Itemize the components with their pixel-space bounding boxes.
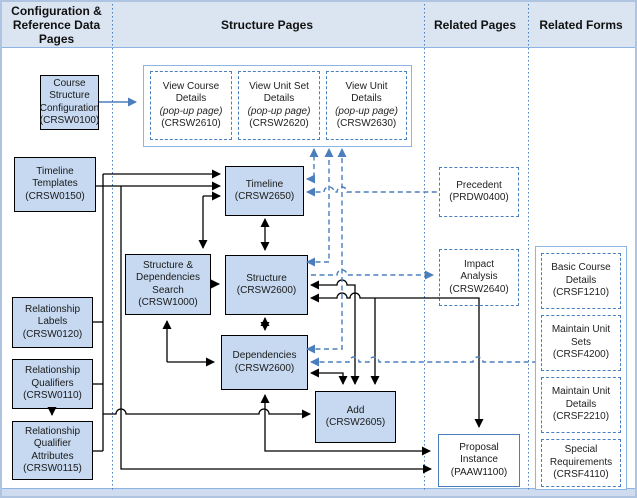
label-line: Structure — [246, 272, 287, 284]
node-structure-dependencies-search: Structure & Dependencies Search (CRSW100… — [125, 254, 211, 315]
column-header-related-forms: Related Forms — [527, 2, 635, 48]
label-line: Details — [263, 93, 295, 104]
label-line: Labels — [37, 316, 68, 328]
label-line: Analysis — [460, 271, 498, 283]
label-line: Requirements — [549, 456, 613, 468]
label-line: (CRSW0115) — [23, 463, 82, 474]
label-line: (pop-up page) — [335, 105, 398, 117]
label-line: Special — [564, 444, 598, 456]
label-line: Relationship — [24, 425, 81, 437]
label-line: (CRSW2600) — [236, 285, 297, 296]
node-relationship-qualifiers: Relationship Qualifiers (CRSW0110) — [12, 359, 93, 409]
label-line: Structure & — [142, 259, 194, 271]
node-add: Add (CRSW2605) — [315, 391, 396, 443]
column-header-label: Related Pages — [433, 17, 517, 32]
node-special-requirements: Special Requirements (CRSF4110) — [541, 439, 621, 487]
label-line: Maintain Unit — [551, 386, 611, 398]
label-line: Instance — [460, 454, 498, 466]
node-maintain-unit-sets: Maintain Unit Sets (CRSF4200) — [541, 315, 621, 371]
label-line: Search — [152, 284, 184, 296]
node-timeline: Timeline (CRSW2650) — [225, 166, 304, 216]
node-view-course-details: View Course Details (pop-up page) (CRSW2… — [150, 71, 232, 140]
column-header-label: Configuration & Reference Data Pages — [11, 3, 102, 46]
label-line: Timeline — [245, 178, 284, 190]
label-line: View Unit Set — [249, 80, 309, 92]
label-line: Timeline — [36, 165, 74, 177]
label-line: (CRSF2210) — [552, 411, 610, 423]
label-line: Course — [53, 77, 86, 89]
label-line: Dependencies — [232, 350, 297, 361]
label-line: Relationship — [24, 303, 81, 315]
column-header-label: Related Forms — [539, 17, 623, 32]
label-line: Details — [565, 398, 597, 410]
node-course-structure-configuration: Course Structure Configuration (CRSW0100… — [40, 75, 99, 130]
node-relationship-qualifier-attributes: Relationship Qualifier Attributes (CRSW0… — [12, 421, 93, 480]
node-view-unit-details: View Unit Details (pop-up page) (CRSW263… — [326, 71, 407, 140]
node-impact-analysis: Impact Analysis (CRSW2640) — [439, 249, 519, 306]
label-line: View Unit — [345, 80, 388, 92]
label-line: (CRSF4200) — [552, 349, 610, 361]
label-line: Add — [346, 404, 365, 416]
label-line: (PRDW0400) — [449, 192, 509, 203]
footer-strip — [2, 488, 635, 496]
label-line: Proposal — [459, 441, 499, 453]
label-line: Dependencies — [136, 272, 200, 283]
node-precedent: Precedent (PRDW0400) — [439, 167, 519, 217]
label-line: (CRSW0100) — [39, 115, 100, 126]
column-header-configuration: Configuration & Reference Data Pages — [2, 2, 111, 48]
column-header-structure-pages: Structure Pages — [111, 2, 423, 48]
label-line: (CRSF1210) — [552, 287, 610, 299]
label-line: (CRSW0150) — [25, 190, 85, 202]
label-line: Qualifiers — [31, 377, 74, 389]
label-line: (CRSW0120) — [22, 328, 83, 340]
label-line: (CRSW2650) — [234, 191, 295, 202]
label-line: Details — [175, 93, 207, 104]
label-line: (CRSW1000) — [138, 297, 198, 308]
label-line: Details — [351, 93, 382, 104]
label-line: View Course — [162, 80, 220, 92]
node-view-unit-set-details: View Unit Set Details (pop-up page) (CRS… — [238, 71, 320, 140]
label-line: (CRSW2605) — [325, 417, 386, 428]
label-line: Relationship — [24, 365, 81, 377]
node-structure: Structure (CRSW2600) — [225, 255, 308, 315]
node-maintain-unit-details: Maintain Unit Details (CRSF2210) — [541, 377, 621, 433]
label-line: Attributes — [31, 450, 74, 462]
label-line: (PAAW1100) — [450, 466, 508, 478]
label-line: (CRSW2600) — [234, 362, 295, 374]
label-line: (CRSW2630) — [336, 118, 397, 129]
label-line: (CRSW2610) — [161, 118, 221, 129]
node-proposal-instance: Proposal Instance (PAAW1100) — [438, 434, 520, 487]
node-timeline-templates: Timeline Templates (CRSW0150) — [14, 157, 96, 212]
label-line: Precedent — [456, 179, 502, 191]
label-line: (CRSW2620) — [249, 118, 309, 129]
label-line: Structure — [49, 90, 90, 101]
label-line: Details — [565, 274, 597, 286]
label-line: Templates — [32, 178, 78, 190]
label-line: (CRSF4110) — [553, 469, 609, 481]
label-line: Basic Course — [551, 262, 611, 274]
node-dependencies: Dependencies (CRSW2600) — [221, 335, 308, 390]
node-relationship-labels: Relationship Labels (CRSW0120) — [12, 297, 93, 348]
label-line: (CRSW0110) — [23, 390, 82, 402]
label-line: Impact — [463, 258, 494, 270]
column-header-label: Structure Pages — [220, 17, 314, 32]
black-connectors — [47, 169, 484, 474]
label-line: Qualifier — [33, 438, 72, 449]
label-line: (pop-up page) — [247, 105, 311, 117]
column-header-related-pages: Related Pages — [423, 2, 527, 48]
label-line: (pop-up page) — [159, 105, 223, 117]
label-line: Sets — [570, 336, 591, 348]
label-line: (CRSW2640) — [449, 283, 509, 295]
label-line: Maintain Unit — [551, 324, 611, 336]
node-basic-course-details: Basic Course Details (CRSF1210) — [541, 253, 621, 309]
label-line: Configuration — [39, 102, 100, 114]
